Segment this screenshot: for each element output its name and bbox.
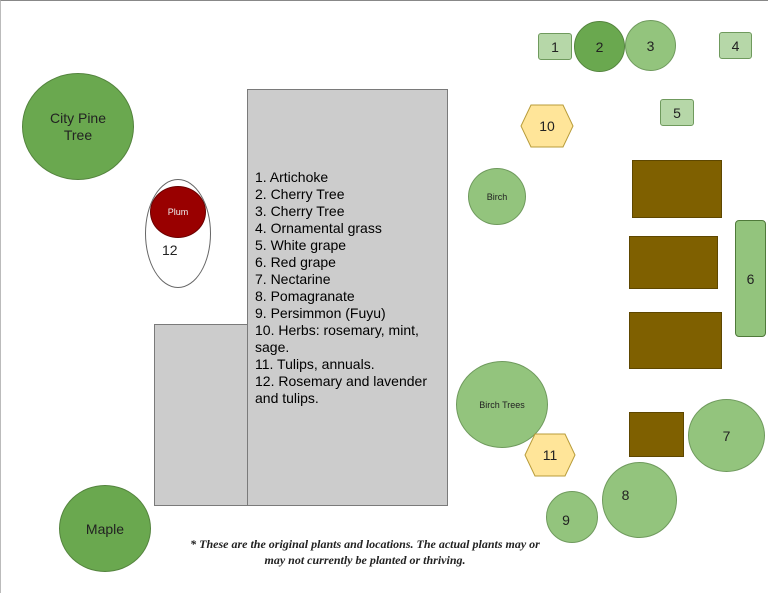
plant-8-pomagranate: 8 — [602, 462, 677, 538]
plant-1-artichoke: 1 — [538, 33, 572, 60]
plant-8-number: 8 — [621, 487, 630, 503]
house-main — [247, 89, 448, 506]
plant-3-cherry-tree: 3 — [625, 20, 676, 71]
plant-6-red-grape: 6 — [735, 220, 766, 337]
birch-trees-label: Birch Trees — [479, 399, 525, 410]
plant-3-number: 3 — [646, 37, 655, 54]
house-wing — [154, 324, 248, 506]
plant-2-cherry-tree: 2 — [574, 21, 625, 72]
legend-item: 1. Artichoke — [255, 169, 329, 185]
plant-9-number: 9 — [562, 512, 570, 528]
legend-item: 7. Nectarine — [255, 271, 331, 287]
raised-bed-1 — [632, 160, 722, 218]
legend-item: 5. White grape — [255, 237, 347, 253]
plant-5-white-grape: 5 — [660, 99, 694, 126]
legend-item: 12. Rosemary and lavender and tulips. — [255, 373, 427, 406]
legend-item: 9. Persimmon (Fuyu) — [255, 305, 386, 321]
legend-item: 6. Red grape — [255, 254, 336, 270]
plant-10-number: 10 — [539, 118, 555, 134]
birch-tree: Birch — [468, 168, 526, 225]
birch-label: Birch — [486, 191, 508, 202]
plant-7-number: 7 — [722, 427, 731, 444]
legend-item: 3. Cherry Tree — [255, 203, 345, 219]
plant-11-tulips: 11 — [524, 433, 576, 477]
city-pine-tree: City Pine Tree — [22, 73, 134, 180]
birch-trees: Birch Trees — [456, 361, 548, 448]
footnote: * These are the original plants and loca… — [190, 537, 540, 567]
plant-6-number: 6 — [746, 270, 755, 287]
plum-area-number: 12 — [162, 242, 178, 258]
legend-item: 11. Tulips, annuals. — [255, 356, 375, 372]
plum-label: Plum — [167, 207, 189, 217]
legend-item: 8. Pomagranate — [255, 288, 355, 304]
plum-tree: Plum — [150, 186, 206, 238]
plant-11-number: 11 — [543, 447, 558, 463]
plant-10-herbs: 10 — [520, 104, 574, 148]
legend-item: 2. Cherry Tree — [255, 186, 345, 202]
plant-7-nectarine: 7 — [688, 399, 765, 472]
raised-bed-2 — [629, 236, 718, 289]
legend-item: 4. Ornamental grass — [255, 220, 382, 236]
plant-9-persimmon: 9 — [546, 491, 598, 543]
city-pine-tree-label: City Pine Tree — [49, 109, 107, 143]
plant-4-number: 4 — [731, 37, 740, 54]
plant-1-number: 1 — [551, 38, 559, 55]
legend-item: 10. Herbs: rosemary, mint, sage. — [255, 322, 419, 355]
plant-2-number: 2 — [595, 38, 604, 55]
plant-5-number: 5 — [673, 104, 681, 121]
maple-label: Maple — [85, 520, 125, 537]
raised-bed-4 — [629, 412, 684, 457]
raised-bed-3 — [629, 312, 722, 369]
maple-tree: Maple — [59, 485, 151, 572]
plant-4-ornamental-grass: 4 — [719, 32, 752, 59]
